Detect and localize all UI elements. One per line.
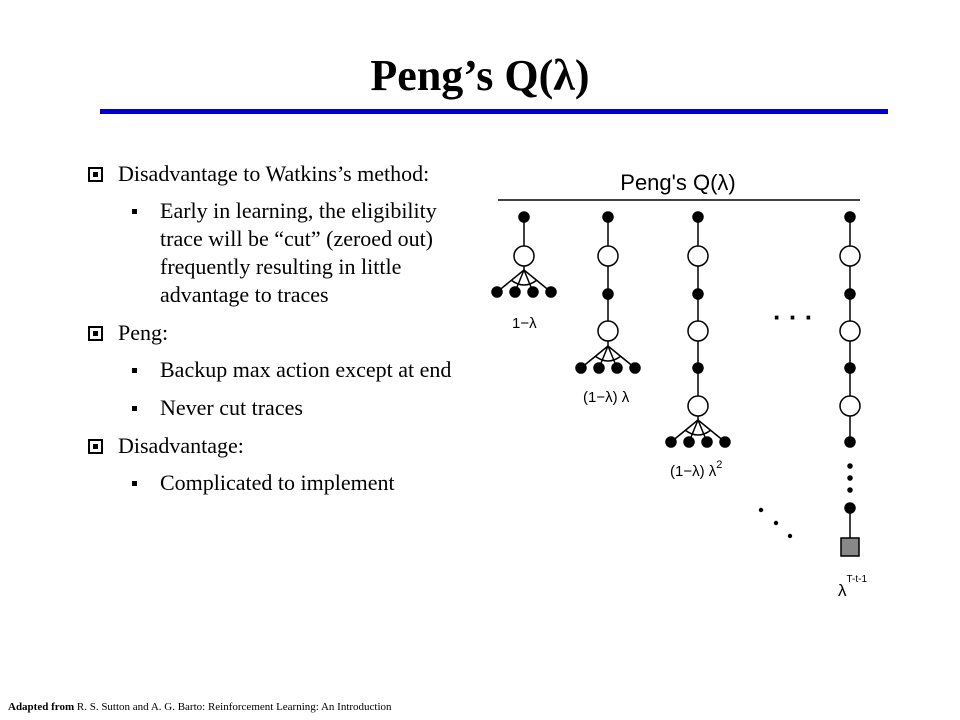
state-node — [719, 436, 731, 448]
state-node — [518, 211, 530, 223]
state-node — [844, 502, 856, 514]
state-node — [509, 286, 521, 298]
state-node — [844, 436, 856, 448]
sub-bullet-item: Never cut traces — [88, 394, 468, 422]
small-square-bullet-icon — [132, 406, 137, 411]
slide-title: Peng’s Q(λ) — [370, 51, 590, 100]
sub-bullet-text: Early in learning, the eligibility trace… — [160, 198, 437, 307]
weight-label-4: λT-t-1 — [838, 574, 867, 600]
state-node — [629, 362, 641, 374]
action-node — [839, 245, 861, 267]
backup-column-1 — [491, 211, 557, 298]
small-square-bullet-icon — [132, 209, 137, 214]
action-node — [839, 395, 861, 417]
state-node — [844, 288, 856, 300]
weight-label-4-base: λ — [838, 581, 847, 600]
state-node — [575, 362, 587, 374]
vertical-ellipsis-dot — [847, 487, 853, 493]
backup-column-3 — [665, 211, 731, 448]
title-underline — [100, 109, 888, 114]
weight-label-3-exponent: 2 — [716, 459, 722, 471]
action-node — [597, 320, 619, 342]
state-node — [665, 436, 677, 448]
bullet-text: Peng: — [118, 320, 169, 345]
bullet-item: Disadvantage: — [88, 432, 468, 460]
backup-diagram: Peng's Q(λ) 1−λ (1−λ) λ — [491, 170, 867, 600]
continuation-ellipsis: · · · — [773, 302, 813, 332]
citation-prefix: Adapted from — [8, 701, 75, 713]
weight-label-2: (1−λ) λ — [583, 389, 630, 406]
terminal-state — [840, 537, 860, 557]
vertical-ellipsis-dot — [847, 475, 853, 481]
source-citation: Adapted from R. S. Sutton and A. G. Bart… — [8, 700, 392, 714]
state-node — [491, 286, 503, 298]
state-node — [683, 436, 695, 448]
state-node — [692, 288, 704, 300]
weight-label-4-exponent: T-t-1 — [847, 574, 868, 585]
weight-label-3: (1−λ) λ2 — [670, 459, 722, 480]
state-node — [545, 286, 557, 298]
vertical-ellipsis-dot — [847, 463, 853, 469]
weight-label-1: 1−λ — [512, 315, 537, 332]
sub-bullet-item: Early in learning, the eligibility trace… — [88, 197, 468, 309]
diagram-title: Peng's Q(λ) — [620, 170, 735, 195]
state-node — [701, 436, 713, 448]
diagonal-ellipsis — [758, 507, 793, 539]
square-bullet-icon — [88, 167, 103, 182]
sub-bullet-text: Complicated to implement — [160, 470, 395, 495]
action-node — [687, 395, 709, 417]
weight-label-3-base: (1−λ) λ — [670, 463, 717, 480]
bullet-list: Disadvantage to Watkins’s method: Early … — [88, 160, 468, 507]
sub-bullet-text: Never cut traces — [160, 395, 303, 420]
sub-bullet-item: Backup max action except at end — [88, 356, 468, 384]
state-node — [593, 362, 605, 374]
action-node — [597, 245, 619, 267]
state-node — [844, 211, 856, 223]
backup-column-4 — [839, 211, 861, 557]
state-node — [692, 211, 704, 223]
action-node — [687, 245, 709, 267]
state-node — [602, 288, 614, 300]
backup-column-2 — [575, 211, 641, 374]
bullet-text: Disadvantage: — [118, 433, 244, 458]
square-bullet-icon — [88, 439, 103, 454]
sub-bullet-item: Complicated to implement — [88, 469, 468, 497]
state-node — [844, 362, 856, 374]
citation-source: R. S. Sutton and A. G. Barto: Reinforcem… — [76, 701, 392, 713]
square-bullet-icon — [88, 326, 103, 341]
bullet-item: Peng: — [88, 319, 468, 347]
state-node — [527, 286, 539, 298]
state-node — [602, 211, 614, 223]
bullet-item: Disadvantage to Watkins’s method: — [88, 160, 468, 188]
bullet-text: Disadvantage to Watkins’s method: — [118, 161, 430, 186]
action-node — [687, 320, 709, 342]
action-node — [513, 245, 535, 267]
action-node — [839, 320, 861, 342]
small-square-bullet-icon — [132, 481, 137, 486]
sub-bullet-text: Backup max action except at end — [160, 357, 452, 382]
state-node — [611, 362, 623, 374]
small-square-bullet-icon — [132, 368, 137, 373]
state-node — [692, 362, 704, 374]
